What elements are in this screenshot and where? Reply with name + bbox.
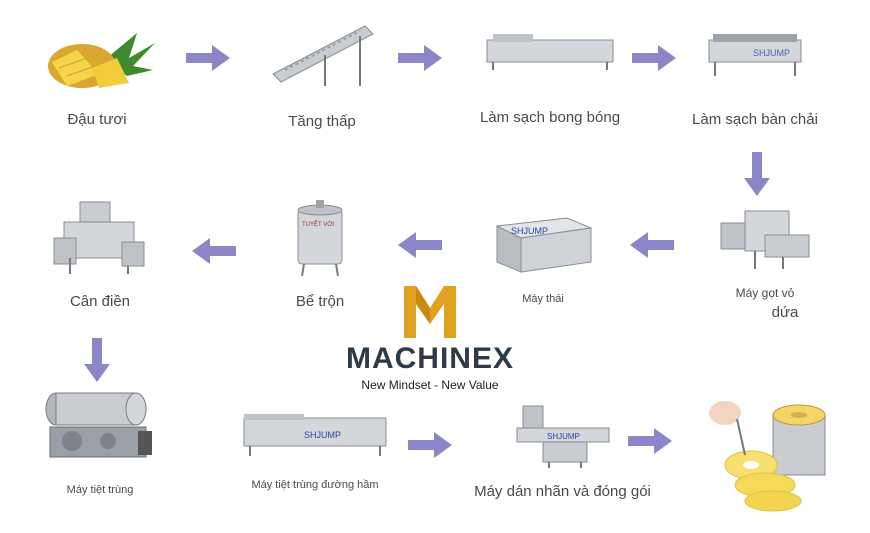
step-label: Máy dán nhãn và đóng gói (474, 483, 651, 500)
tank-mark: TUYỆT VỜI (302, 220, 334, 228)
sterilizer-image (42, 385, 158, 470)
brush-washer-image: SHJUMP (705, 32, 805, 83)
machine-brand-mark: SHJUMP (304, 430, 341, 440)
step-label: Cân điền (70, 293, 130, 310)
step-label: Máy tiệt trùng đường hầm (251, 479, 378, 491)
slicer-machine-image: SHJUMP (491, 208, 595, 279)
step-canned-pineapple (690, 395, 840, 520)
step-bubble-washer: Làm sạch bong bóng (465, 30, 635, 126)
arrow-right-icon (628, 428, 672, 454)
step-label: Máy thái (522, 293, 564, 305)
arrow-left-icon (630, 232, 674, 258)
step-label: Máy gọt vỏ (736, 286, 795, 300)
arrow-left-icon (192, 238, 236, 264)
arrow-down-icon (84, 338, 110, 382)
logo-tagline: New Mindset - New Value (361, 378, 498, 392)
step-label: Làm sạch bong bóng (480, 109, 620, 126)
arrow-down-icon (744, 152, 770, 196)
logo-mark-icon (400, 282, 460, 340)
step-label: Máy tiệt trùng (67, 484, 134, 496)
peeler-machine-image (715, 205, 815, 276)
step-tunnel-pasteurizer: SHJUMP Máy tiệt trùng đường hầm (230, 412, 400, 491)
step-fresh-pineapple: Đậu tươi (32, 28, 162, 128)
canned-pineapple-image (695, 395, 835, 520)
arrow-right-icon (398, 45, 442, 71)
labeling-machine-image: SHJUMP (513, 398, 613, 473)
machine-brand-mark: SHJUMP (753, 48, 790, 58)
step-sterilizer: Máy tiệt trùng (40, 385, 160, 496)
step-label: Bể trộn (296, 293, 344, 310)
conveyor-machine-image (265, 20, 380, 93)
bubble-washer-image (483, 30, 618, 77)
step-label: Đậu tươi (67, 111, 126, 128)
weigh-filler-image (50, 198, 150, 281)
pineapple-image (37, 28, 157, 103)
machine-brand-mark: SHJUMP (511, 226, 548, 236)
step-label: dứa (772, 304, 799, 321)
arrow-right-icon (408, 432, 452, 458)
step-label: Tăng thấp (288, 113, 356, 130)
step-brush-washer: SHJUMP Làm sạch bàn chải (670, 32, 840, 128)
arrow-right-icon (186, 45, 230, 71)
logo-brand-text: MACHINEX (346, 342, 514, 376)
step-weigh-filler: Cân điền (45, 198, 155, 310)
machinex-logo: MACHINEX New Mindset - New Value (340, 282, 520, 392)
step-pineapple-peeler: Máy gọt vỏ dứa (705, 205, 825, 321)
machine-brand-mark: SHJUMP (547, 432, 580, 441)
tunnel-pasteurizer-image: SHJUMP (240, 412, 390, 463)
arrow-left-icon (398, 232, 442, 258)
step-elevator-conveyor: Tăng thấp (262, 20, 382, 130)
mixing-tank-image: TUYỆT VỜI (290, 200, 350, 283)
step-label: Làm sạch bàn chải (692, 111, 818, 128)
